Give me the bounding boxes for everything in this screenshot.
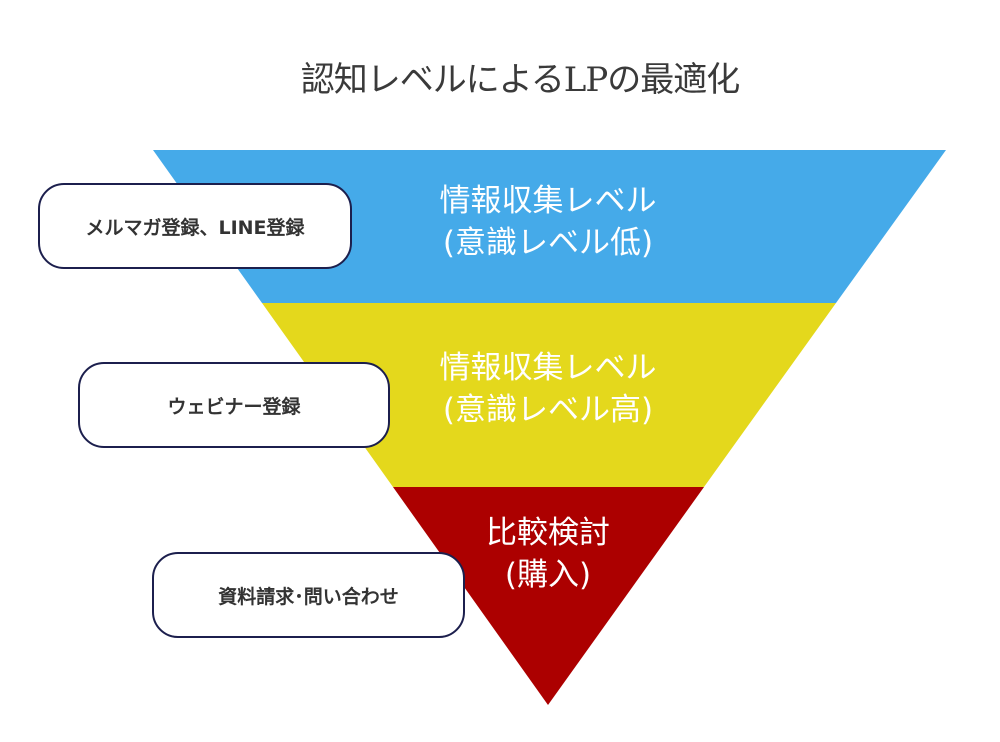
funnel-level-1 bbox=[153, 150, 946, 303]
action-box-3-label: 資料請求･問い合わせ bbox=[218, 585, 399, 608]
funnel-level-1-label: 情報収集レベル (意識レベル低) bbox=[348, 180, 748, 264]
action-box-2-label: ウェビナー登録 bbox=[167, 395, 301, 418]
funnel-level-3 bbox=[393, 487, 704, 705]
level-1-name: 情報収集レベル bbox=[439, 183, 657, 219]
funnel-level-2 bbox=[262, 303, 836, 487]
level-1-sub: (意識レベル低) bbox=[442, 225, 654, 261]
action-box-2: ウェビナー登録 bbox=[78, 362, 390, 448]
level-3-sub: (購入) bbox=[504, 557, 592, 593]
level-2-name: 情報収集レベル bbox=[439, 350, 657, 386]
diagram-title: 認知レベルによるLPの最適化 bbox=[300, 60, 740, 100]
action-box-3: 資料請求･問い合わせ bbox=[152, 552, 465, 638]
level-3-name: 比較検討 bbox=[486, 515, 610, 551]
action-box-1-label: メルマガ登録、LINE登録 bbox=[85, 216, 305, 239]
funnel-level-2-label: 情報収集レベル (意識レベル高) bbox=[348, 347, 748, 431]
action-box-1: メルマガ登録、LINE登録 bbox=[38, 183, 352, 269]
level-2-sub: (意識レベル高) bbox=[442, 392, 654, 428]
funnel-level-3-label: 比較検討 (購入) bbox=[348, 512, 748, 596]
